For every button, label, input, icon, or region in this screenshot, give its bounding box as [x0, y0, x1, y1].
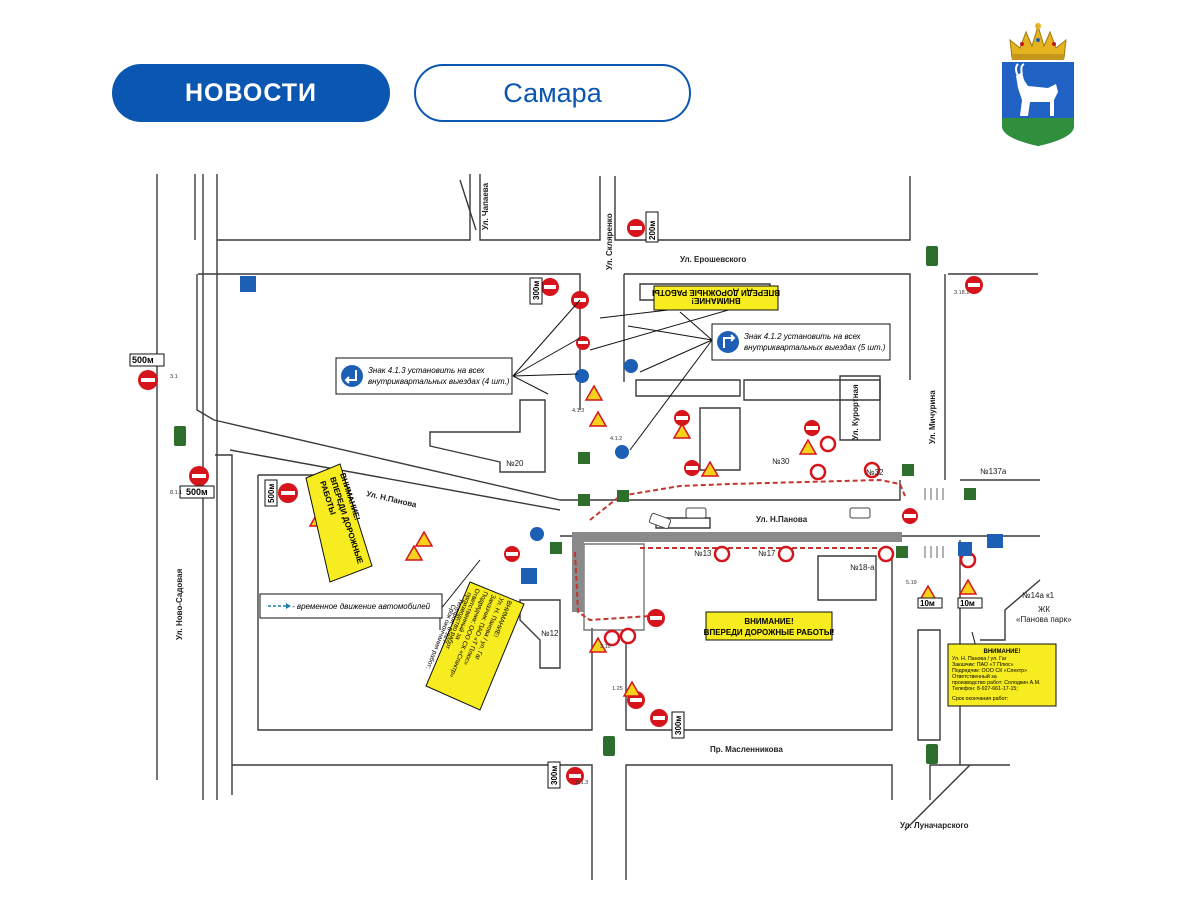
sign-code: 5.19 [906, 580, 917, 586]
street-novo-sadovaya: Ул. Ново-Садовая [175, 568, 184, 640]
sign-code: 4.1.3 [572, 408, 584, 414]
sign-code: 8.1.3 [576, 780, 588, 786]
street-eroshevskogo: Ул. Ерошевского [680, 255, 746, 264]
distance-plate: 300м [674, 716, 683, 735]
house-20: №20 [506, 459, 524, 468]
distance-plate: 300м [532, 281, 541, 300]
street-panova-left: Ул. Н.Панова [366, 489, 418, 509]
house-30: №30 [772, 457, 790, 466]
distance-plate: 500м [267, 484, 276, 503]
street-panova-center: Ул. Н.Панова [756, 515, 808, 524]
house-14a-k1: №14а к1 [1022, 591, 1055, 600]
house-18a: №18-а [850, 563, 875, 572]
info-right-line7: Телефон: 8-927-661-17-15; [952, 686, 1018, 692]
street-sklyarenko: Ул. Скляренко [605, 213, 614, 270]
info-right-line2: Ул. Н. Панова / ул. Гаг [952, 656, 1007, 662]
warning-board-top: ВНИМАНИЕ! ВПЕРЕДИ ДОРОЖНЫЕ РАБОТЫ [652, 285, 780, 311]
street-chapaeva: Ул. Чапаева [481, 182, 490, 230]
info-right-line5: Ответственный за [952, 673, 997, 680]
street-lunacharskogo: Ул. Луначарского [900, 821, 969, 830]
distance-plate: 200м [648, 221, 657, 240]
info-right-line4: Подрядчик: ООО СК «Спектр» [952, 668, 1027, 674]
legend-label: - временное движение автомобилей [292, 602, 431, 611]
street-kurortnaya: Ул. Курортная [851, 384, 860, 440]
warning-board-left: ВНИМАНИЕ! ВПЕРЕДИ ДОРОЖНЫЕ РАБОТЫ [305, 463, 373, 583]
info-right-line8: Срок окончания работ: [952, 696, 1008, 702]
house-137a: №137а [980, 467, 1007, 476]
info-right-line3: Заказчик: ПАО «Т Плюс» [952, 662, 1014, 668]
sign-413-callout-line2: внутриквартальных выездах (4 шт.) [368, 377, 510, 386]
street-michurina: Ул. Мичурина [928, 390, 937, 444]
house-32: №32 [866, 468, 884, 477]
house-17: №17 [758, 549, 776, 558]
warning-board-center: ВНИМАНИЕ! ВПЕРЕДИ ДОРОЖНЫЕ РАБОТЫ! [704, 611, 835, 641]
street-maslennikova: Пр. Масленникова [710, 745, 783, 754]
sign-code: 3.10 [600, 644, 611, 650]
distance-plate: 500м [132, 355, 154, 365]
sign-code: 8.1.1 [170, 490, 182, 496]
distance-plate: 10м [920, 599, 935, 608]
news-badge[interactable]: НОВОСТИ [112, 64, 390, 122]
board-top-line1: ВНИМАНИЕ! [691, 296, 740, 305]
distance-plate: 500м [186, 487, 208, 497]
board-center-line2: ВПЕРЕДИ ДОРОЖНЫЕ РАБОТЫ! [704, 628, 835, 637]
distance-plate: 300м [550, 766, 559, 785]
info-board-right: ВНИМАНИЕ! Ул. Н. Панова / ул. Гаг Заказч… [947, 643, 1057, 707]
samara-coat-of-arms-icon [1002, 23, 1074, 146]
city-badge[interactable]: Самара [414, 64, 691, 122]
sign-code: 3.18.1 [954, 290, 969, 296]
jk-label: ЖК [1038, 605, 1050, 614]
sign-412-callout-line1: Знак 4.1.2 установить на всех [744, 332, 862, 341]
sign-413-callout-line1: Знак 4.1.3 установить на всех [368, 366, 486, 375]
sign-code: 1.25 [612, 686, 623, 692]
no-entry-signs [138, 219, 983, 785]
info-right-line1: ВНИМАНИЕ! [984, 649, 1021, 655]
board-center-line1: ВНИМАНИЕ! [744, 617, 793, 626]
info-board-rotated: ВНИМАНИЕ! Ул. Н. Панова / ул. Гаг Заказч… [424, 581, 525, 711]
distance-plate: 10м [960, 599, 975, 608]
jk-name: «Панова парк» [1016, 615, 1072, 624]
sign-code: 3.1 [170, 374, 178, 380]
house-12: №12 [541, 629, 559, 638]
board-top-line2: ВПЕРЕДИ ДОРОЖНЫЕ РАБОТЫ [652, 288, 780, 297]
info-right-line6: производство работ: Солодкин А.М. [952, 680, 1040, 686]
sign-code: 4.1.2 [610, 436, 622, 442]
house-13: №13 [694, 549, 712, 558]
sign-412-callout-line2: внутриквартальных выездах (5 шт.) [744, 343, 886, 352]
